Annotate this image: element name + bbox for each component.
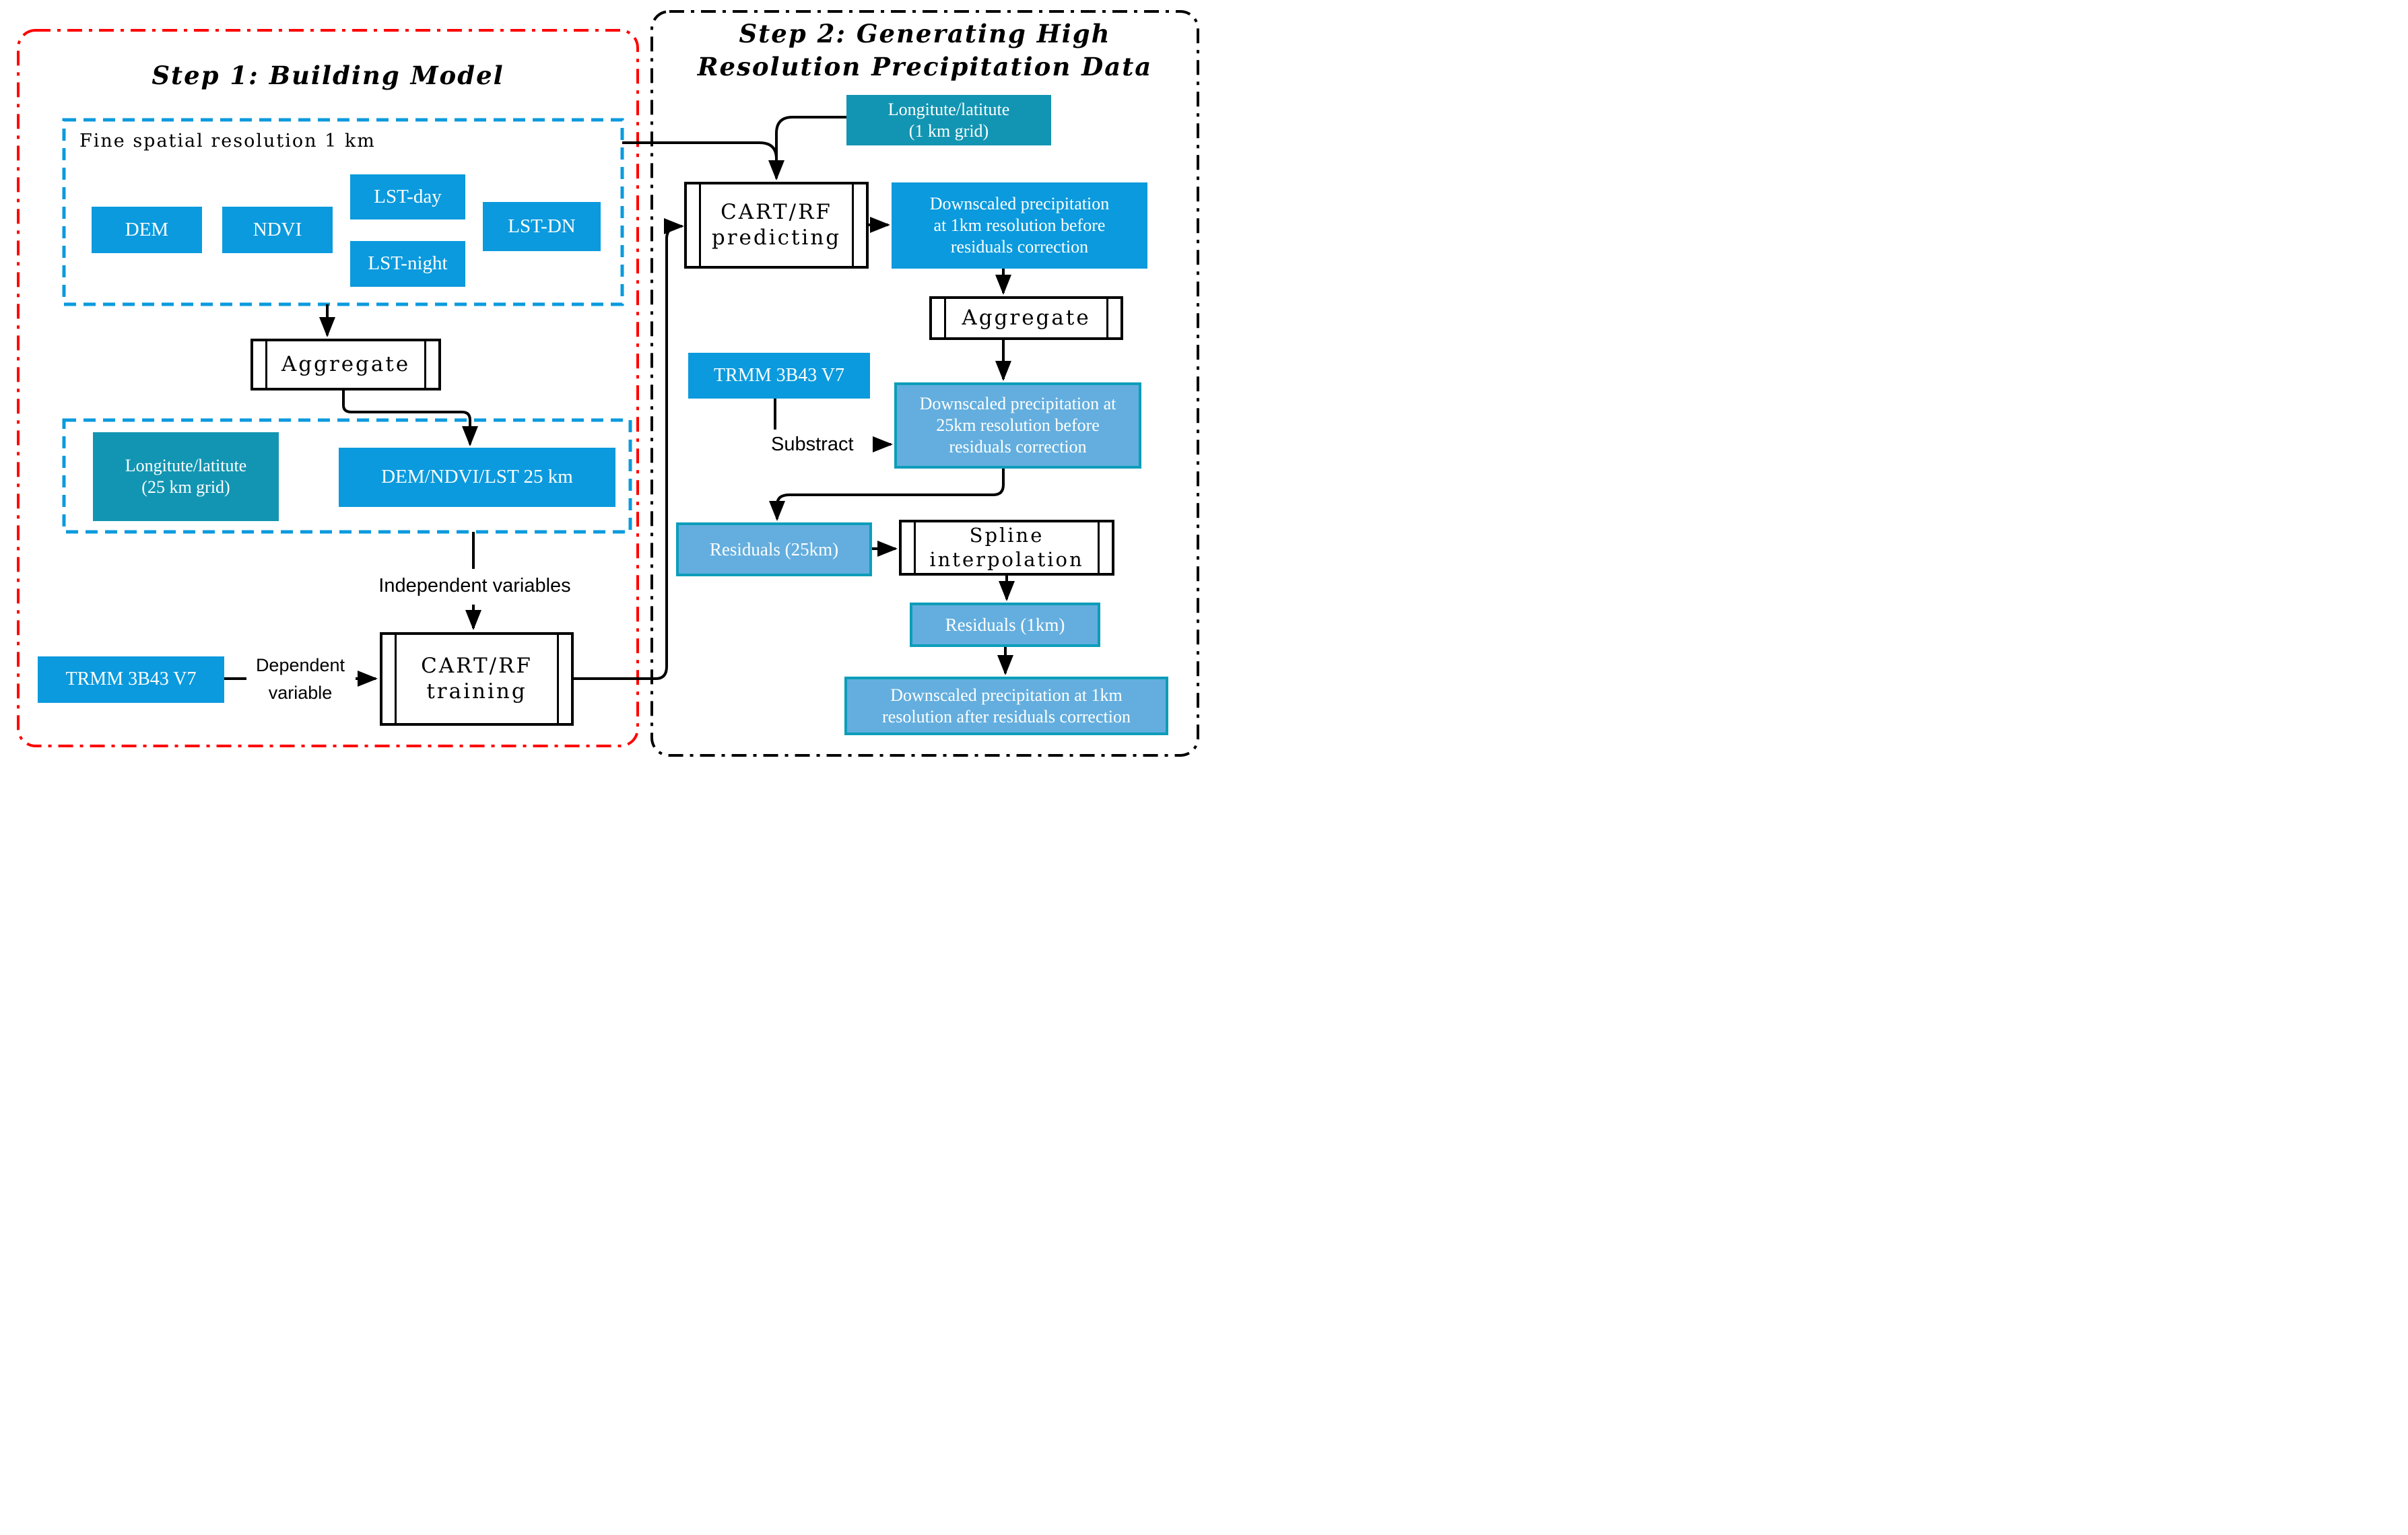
trmm-box-step1: TRMM 3B43 V7 — [38, 656, 224, 703]
dem-ndvi-lst-25km-box: DEM/NDVI/LST 25 km — [339, 448, 615, 507]
cart-rf-predicting-process: CART/RF predicting — [684, 182, 869, 269]
fine-resolution-label: Fine spatial resolution 1 km — [79, 131, 376, 151]
lst-day-box: LST-day — [350, 174, 465, 219]
downscaled-25km-before-box: Downscaled precipitation at 25km resolut… — [894, 382, 1141, 469]
step1-title: Step 1: Building Model — [152, 61, 504, 90]
lst-night-box: LST-night — [350, 241, 465, 287]
step2-title: Step 2: Generating High Resolution Preci… — [697, 19, 1153, 81]
arrow-downscaled25km-to-residuals25km — [769, 469, 1005, 521]
lonlat-1km-box: Longitute/latitute (1 km grid) — [846, 95, 1051, 145]
aggregate-process-step2: Aggregate — [929, 296, 1123, 340]
lst-dn-box: LST-DN — [483, 202, 601, 251]
connector-layer — [17, 10, 1199, 757]
downscaled-1km-before-box: Downscaled precipitation at 1km resoluti… — [892, 182, 1147, 269]
step1-panel-border — [17, 29, 639, 747]
residuals-25km-box: Residuals (25km) — [676, 522, 872, 576]
coarse-resolution-group-border — [62, 418, 632, 534]
step2-panel-border — [650, 10, 1199, 757]
arrow-lonlat1km-to-predicting — [768, 116, 846, 180]
arrow-aggregate-to-25km-vars — [342, 390, 478, 446]
line-finebox-to-junction — [622, 141, 778, 160]
downscaled-1km-after-box: Downscaled precipitation at 1km resoluti… — [844, 677, 1168, 735]
spline-interpolation-process: Spline interpolation — [899, 520, 1114, 576]
fine-resolution-group-border — [62, 118, 624, 306]
cart-rf-training-process: CART/RF training — [380, 632, 574, 726]
substract-label: Substract — [771, 434, 854, 455]
arrow-training-to-predicting — [574, 218, 684, 680]
dependent-variable-label: Dependent variable — [255, 655, 345, 703]
independent-variables-label: Independent variables — [378, 575, 571, 596]
flowchart-canvas: Step 1: Building Model Step 2: Generatin… — [0, 0, 1204, 768]
lonlat-25km-box: Longitute/latitute (25 km grid) — [93, 432, 279, 521]
ndvi-box: NDVI — [222, 207, 333, 253]
aggregate-process-step1: Aggregate — [250, 339, 441, 390]
trmm-box-step2: TRMM 3B43 V7 — [688, 353, 870, 399]
dem-box: DEM — [92, 207, 202, 253]
residuals-1km-box: Residuals (1km) — [910, 603, 1100, 647]
